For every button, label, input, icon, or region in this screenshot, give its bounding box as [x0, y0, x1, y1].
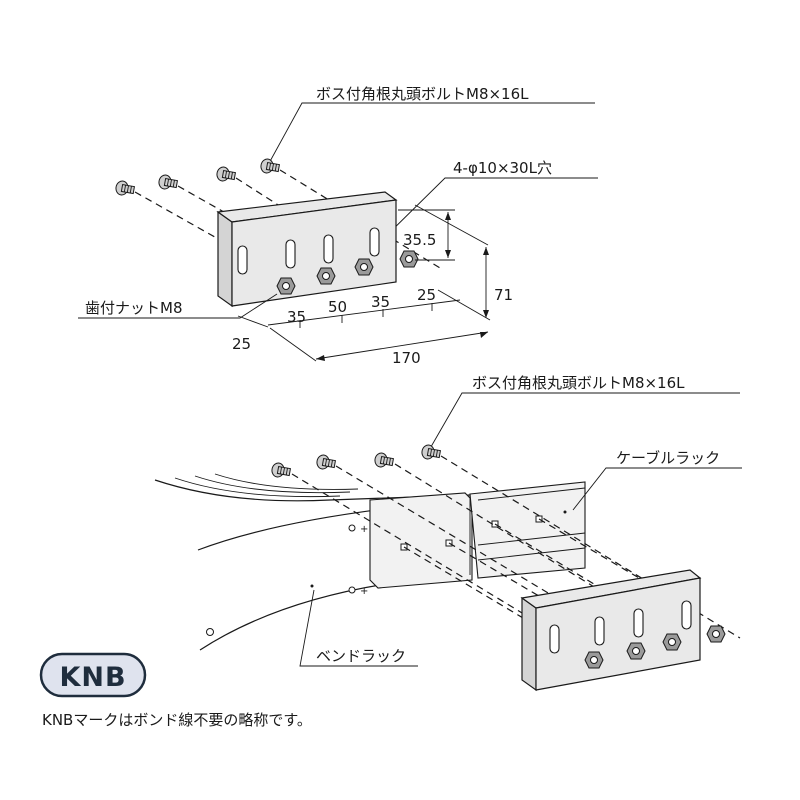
slot [323, 234, 334, 264]
bolt-icon [420, 443, 442, 462]
dim-25-left: 25 [232, 335, 251, 353]
top-dimensions [237, 204, 491, 362]
knb-badge-text: KNB [59, 662, 126, 693]
bottom-bolt-label-leader [427, 392, 740, 453]
nut-icon [399, 250, 419, 268]
bottom-bolts [270, 443, 442, 480]
slot [237, 245, 248, 275]
nut-icon [662, 633, 682, 651]
top-bolts [114, 157, 281, 198]
cable-rack-label: ケーブルラック [616, 449, 720, 467]
nut-icon [276, 277, 296, 295]
dim-35-5: 35.5 [403, 231, 436, 249]
nut-icon [626, 642, 646, 660]
nut-icon [354, 258, 374, 276]
cable-rack-leader [572, 467, 742, 511]
svg-text:+: + [360, 586, 368, 597]
slot [285, 239, 296, 269]
slot [633, 608, 644, 638]
bend-rack-side-plate: + + [348, 492, 473, 597]
dim-170: 170 [392, 349, 421, 367]
dim-25-right: 25 [417, 286, 436, 304]
bolt-icon [270, 461, 292, 480]
top-bolt-label: ボス付角根丸頭ボルトM8×16L [316, 85, 529, 103]
dim-35-a: 35 [287, 308, 306, 326]
nut-icon [706, 625, 726, 643]
top-plate [216, 191, 398, 308]
dim-71: 71 [494, 286, 513, 304]
nut-icon [584, 651, 604, 669]
bolt-icon [215, 165, 237, 184]
slot [549, 624, 560, 654]
hole-label-leader [376, 177, 598, 246]
bolt-icon [114, 179, 136, 198]
svg-text:+: + [360, 524, 368, 535]
bolt-label-leader [267, 102, 595, 166]
slot [594, 616, 605, 646]
bottom-bolt-label: ボス付角根丸頭ボルトM8×16L [472, 374, 685, 392]
bolt-icon [259, 157, 281, 176]
bend-rack-leader [299, 589, 418, 667]
knb-badge: KNB [39, 652, 147, 698]
nut-icon [316, 267, 336, 285]
slot [681, 600, 692, 630]
bottom-plate [520, 569, 702, 692]
top-nut-label: 歯付ナットM8 [85, 299, 183, 317]
nut-label-leader [78, 293, 278, 319]
bolt-icon [315, 453, 337, 472]
top-figure: ボス付角根丸頭ボルトM8×16L 4-φ10×30L穴 [78, 85, 598, 367]
bend-rack-label: ベンドラック [316, 647, 406, 665]
dim-35-b: 35 [371, 293, 390, 311]
bottom-figure: ボス付角根丸頭ボルトM8×16L + + [154, 374, 742, 692]
top-hole-label: 4-φ10×30L穴 [453, 159, 552, 177]
bolt-icon [157, 173, 179, 192]
dim-50: 50 [328, 298, 347, 316]
bolt-icon [373, 451, 395, 470]
knb-note: KNBマークはボンド線不要の略称です。 [42, 711, 312, 729]
slot [369, 227, 380, 257]
cable-rack [469, 481, 586, 579]
